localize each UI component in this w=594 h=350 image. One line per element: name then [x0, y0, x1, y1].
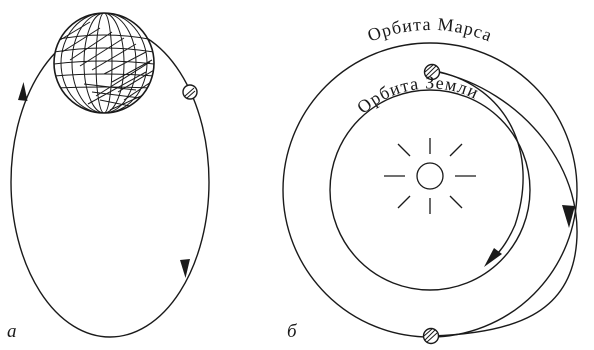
earth-orbit [330, 90, 530, 290]
earth-orbit-label: Орбита Земли [353, 72, 482, 117]
orbit-arrow-left [18, 82, 28, 101]
panel-b-label: б [287, 321, 298, 342]
earth-globe-icon [54, 13, 154, 113]
panel-b: Орбита Марса Орбита Земли б [283, 14, 577, 344]
panel-a: а [7, 13, 209, 342]
earth-orbit-label-text: Орбита Земли [353, 72, 482, 117]
small-body-icon [183, 85, 197, 99]
panel-a-label: а [7, 321, 17, 342]
transfer-trajectory [432, 72, 577, 336]
mars-orbit-label-text: Орбита Марса [365, 14, 496, 46]
sun-icon [384, 138, 476, 214]
return-trajectory [440, 72, 523, 262]
arrival-planet-icon [424, 329, 439, 344]
mars-orbit-label: Орбита Марса [365, 14, 496, 46]
